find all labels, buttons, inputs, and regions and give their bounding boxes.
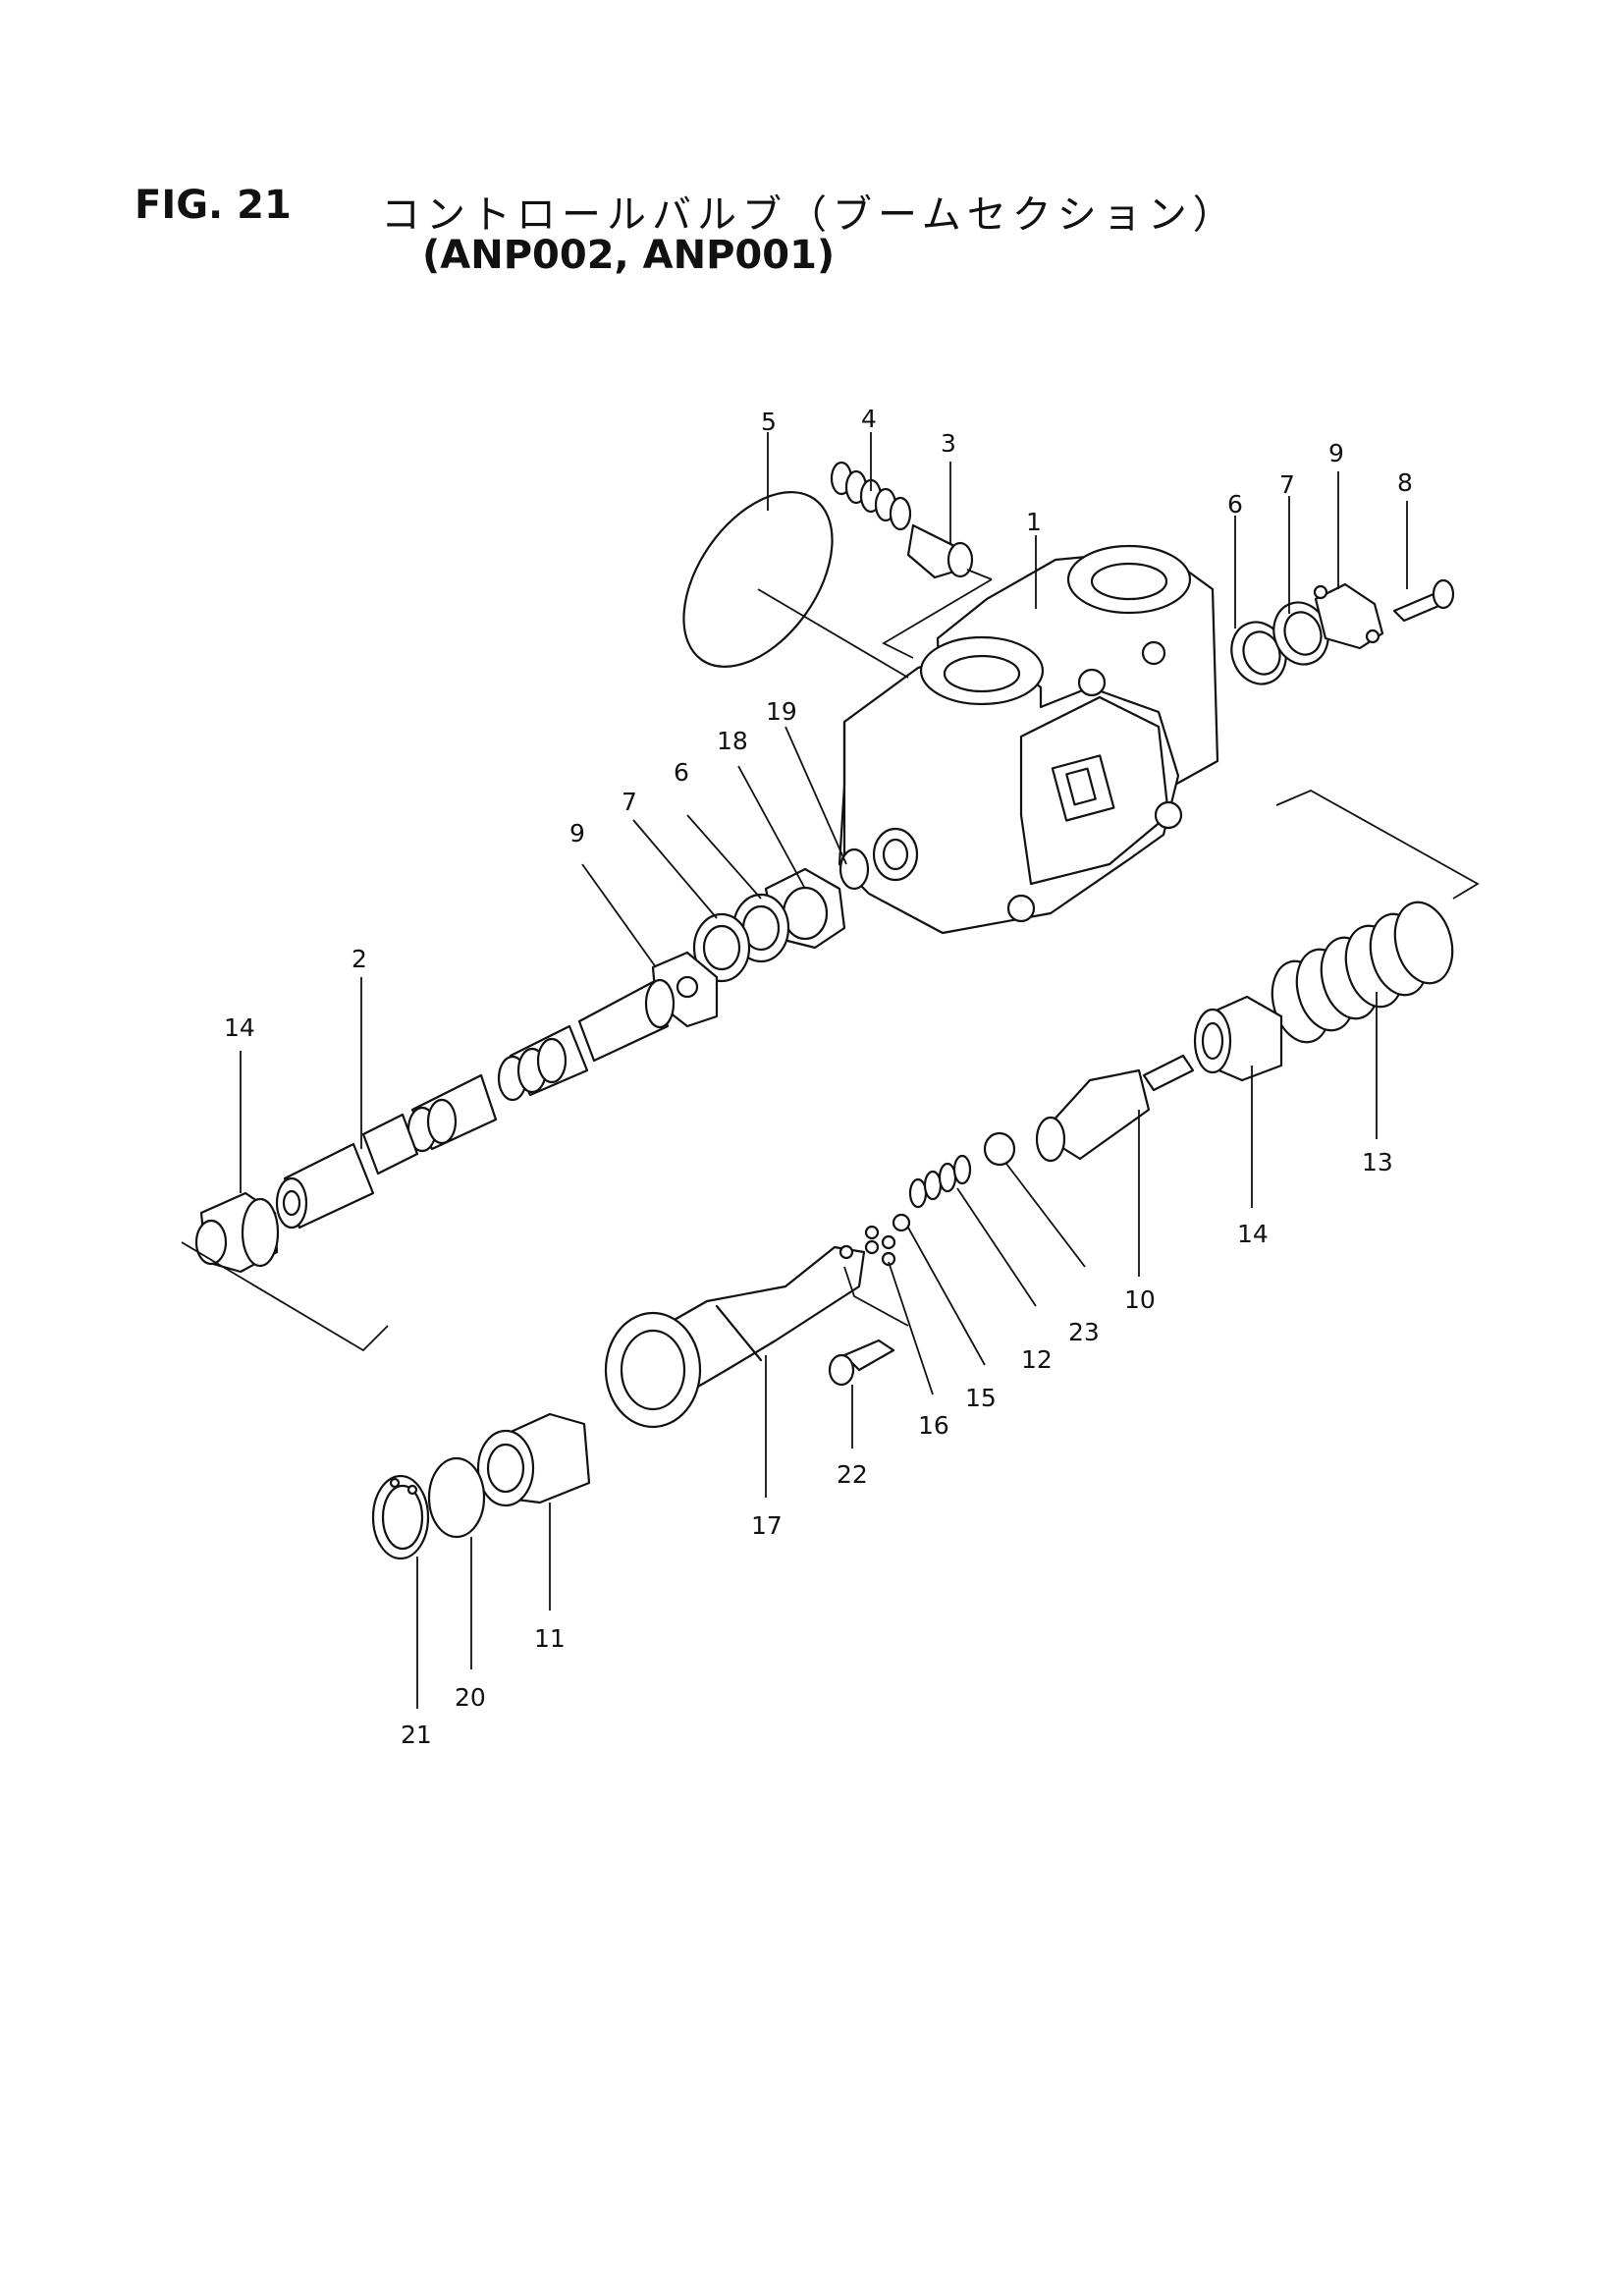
leader-lines [240,432,1408,1709]
part-4-spring [830,461,912,531]
bellows-spring [1271,789,1480,1044]
callout-16: 16 [918,1411,949,1440]
callout-14-right: 14 [1237,1220,1269,1248]
callout-2: 2 [352,945,367,973]
part-10-stem [1035,1054,1195,1163]
spool [275,978,676,1230]
callout-6b: 6 [674,758,689,787]
callout-21: 21 [401,1721,432,1749]
figure-title: コントロールバルブ（ブームセクション） [381,192,1238,238]
callout-3: 3 [941,429,956,458]
callout-8: 8 [1397,468,1413,497]
part-11-nut [476,1412,591,1507]
callout-5: 5 [761,408,777,436]
callout-10: 10 [1124,1285,1156,1314]
callout-7b: 7 [622,788,637,816]
right-cap [1193,995,1283,1082]
left-seal-group [651,847,870,1028]
bolt-22 [828,1339,895,1387]
left-cap [181,1191,389,1352]
callout-13: 13 [1362,1148,1393,1176]
callout-19: 19 [766,697,797,726]
valve-body [838,544,1219,935]
right-seal-group [1230,578,1455,685]
callout-9b: 9 [569,819,585,847]
model-codes: (ANP002, ANP001) [422,233,836,278]
callout-1: 1 [1026,508,1042,536]
callout-18: 18 [717,727,748,755]
callout-14-left: 14 [224,1013,255,1042]
part-21-snap-ring [371,1474,430,1560]
figure-number: FIG. 21 [135,183,292,228]
callout-20: 20 [455,1683,486,1712]
callout-23: 23 [1068,1318,1100,1346]
part-3-plug [882,523,993,659]
housing [604,1244,909,1429]
callout-15: 15 [965,1384,997,1412]
part-20-disc [427,1456,486,1539]
part-5-disc [682,491,909,679]
callout-22: 22 [837,1460,868,1489]
callout-17: 17 [751,1511,783,1540]
small-parts [864,1131,1016,1267]
callout-4: 4 [861,405,877,433]
callout-6: 6 [1227,490,1243,519]
callout-labels: 5 4 3 1 6 7 9 8 19 18 6 7 9 2 14 13 14 1… [224,405,1413,1749]
callout-9: 9 [1328,439,1344,467]
callout-12: 12 [1021,1345,1053,1374]
callout-11: 11 [534,1624,566,1653]
callout-7: 7 [1279,470,1295,499]
